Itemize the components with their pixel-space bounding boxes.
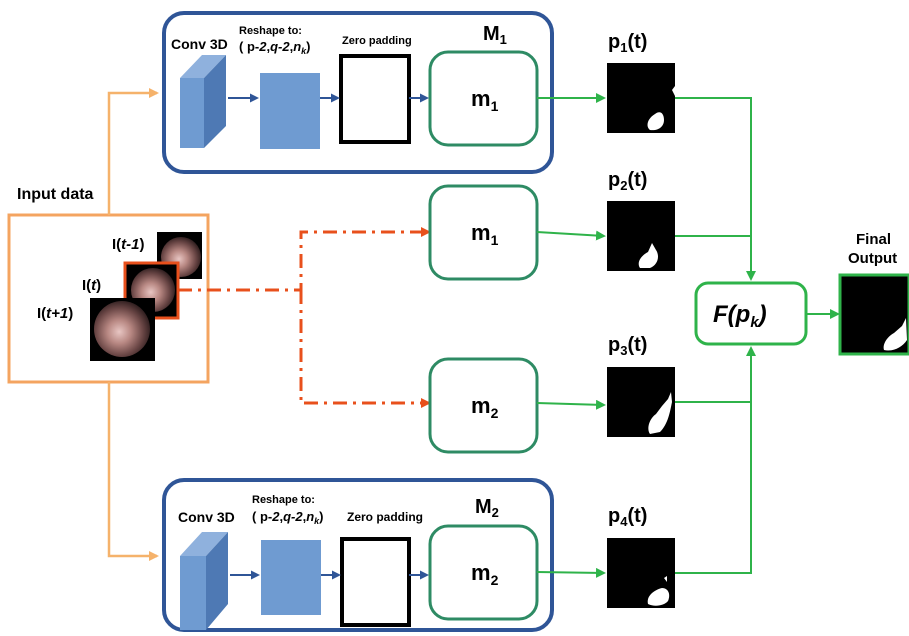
frame-to-submodel-arrows (178, 227, 431, 408)
model-m2-submodel-label: m2 (471, 560, 499, 588)
model-m2-reshape-dims: ( p-2,q-2,nk) (252, 509, 324, 526)
model-m1-conv3d-block (180, 55, 226, 148)
model-m1-reshape-label: Reshape to: (239, 25, 302, 37)
prediction-label-p2: p2(t) (608, 169, 647, 193)
model-m1-reshape-block (260, 73, 320, 149)
prediction-mask-p4 (607, 538, 675, 608)
frame-label-t-minus-1: I(t-1) (112, 236, 145, 253)
model-m1-conv-label: Conv 3D (171, 36, 228, 52)
model-m1-zero-padding-block (339, 54, 411, 144)
frame-label-t-plus-1: I(t+1) (37, 305, 73, 322)
prediction-label-p1: p1(t) (608, 31, 647, 55)
model-m2-reshape-block (261, 540, 321, 615)
prediction-label-p4: p4(t) (608, 505, 647, 529)
prediction-mask-p3 (607, 367, 675, 437)
frame-t-plus-1 (90, 298, 155, 361)
prediction-mask-p1 (607, 63, 675, 133)
model-m1-title: M1 (483, 23, 507, 47)
model-m2-conv3d-block (180, 532, 228, 630)
standalone-submodel-m1-label: m1 (471, 220, 499, 248)
input-data-title: Input data (17, 186, 94, 203)
model-m1-container (162, 11, 554, 174)
frame-label-t: I(t) (82, 277, 101, 294)
input-to-model-arrows (107, 88, 159, 561)
standalone-submodel-m2-label: m2 (471, 393, 499, 421)
model-m1-zero-padding-label: Zero padding (342, 35, 412, 47)
submodel-to-prediction-arrows (536, 93, 606, 578)
final-output-mask (838, 273, 909, 356)
model-m1-reshape-dims: ( p-2,q-2,nk) (239, 39, 311, 56)
model-m2-title: M2 (475, 496, 499, 520)
final-output-title-line1: Final (856, 231, 891, 248)
model-m2-zero-padding-block (340, 537, 411, 627)
endoscopy-frame-image (94, 301, 150, 357)
model-m1-submodel-label: m1 (471, 86, 499, 114)
standalone-submodel-m2-box (428, 357, 539, 454)
fusion-function-box (694, 281, 808, 346)
model-m2-reshape-label: Reshape to: (252, 494, 315, 506)
prediction-mask-p2 (607, 201, 675, 271)
prediction-to-fusion-arrows (675, 97, 840, 574)
model-m2-conv-label: Conv 3D (178, 509, 235, 525)
model-m2-container (162, 478, 554, 632)
prediction-label-p3: p3(t) (608, 334, 647, 358)
final-output-title-line2: Output (848, 250, 897, 267)
fusion-function-label: F(pk) (713, 301, 767, 331)
model-m2-zero-padding-label: Zero padding (347, 510, 423, 524)
